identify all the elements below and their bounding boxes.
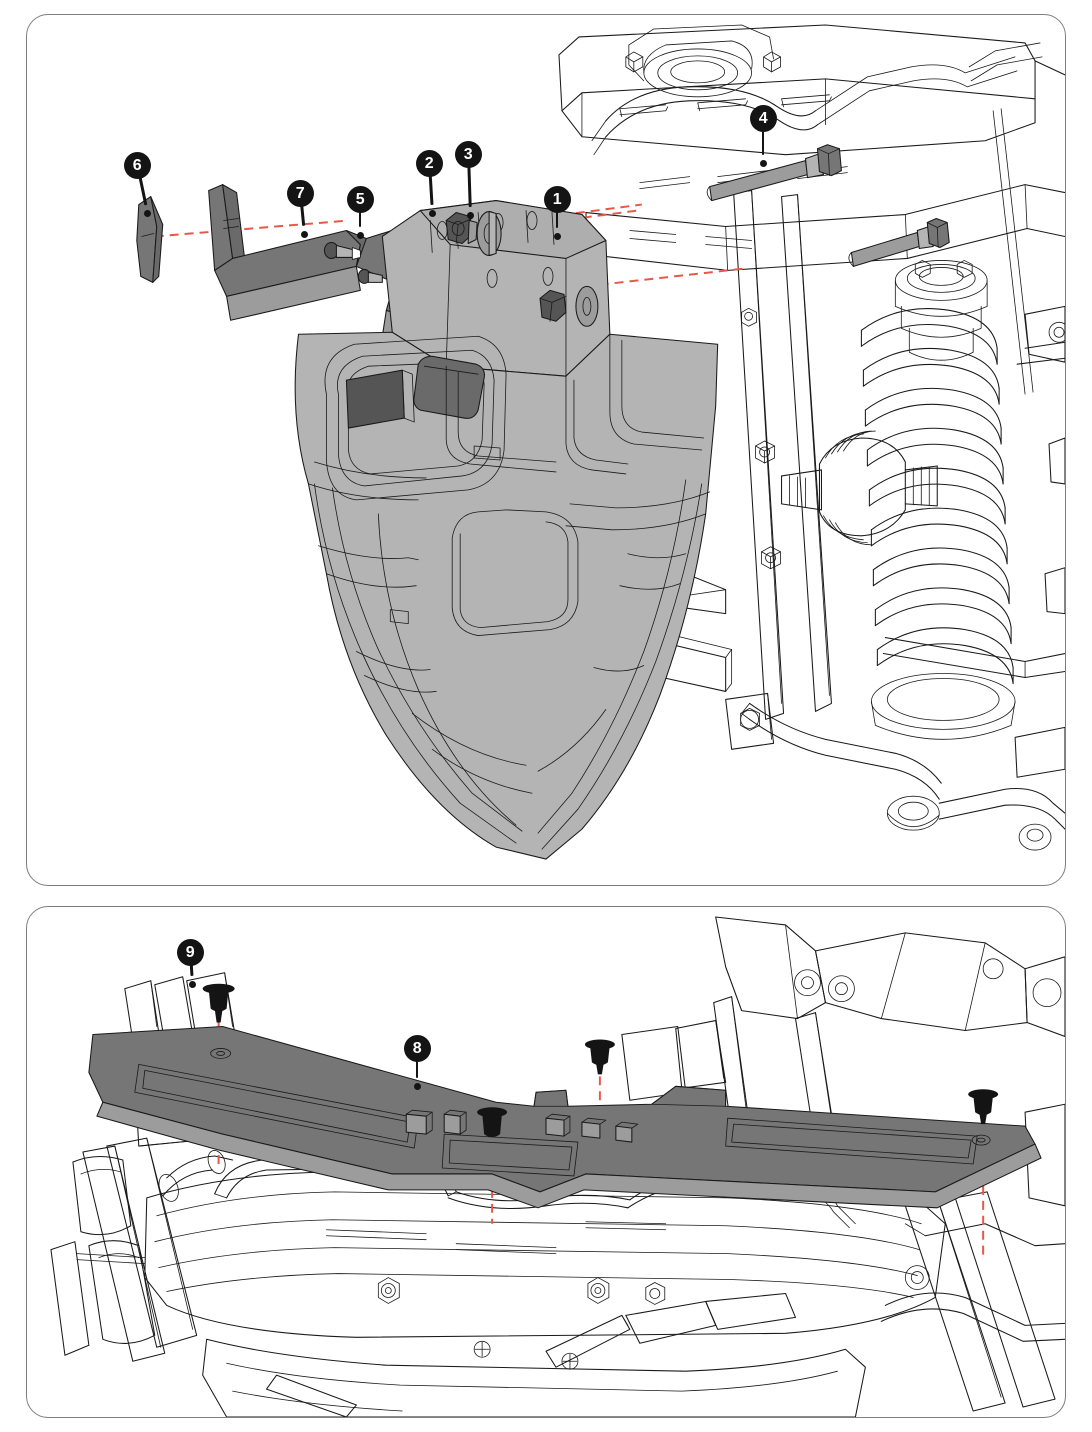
callout-leader-line [415,1048,419,1078]
skid-plate-illustration [50,916,1065,1417]
callout-tip-dot [428,209,436,217]
callout-bubble-label: 1 [543,185,571,213]
callout-tip-dot [759,159,767,167]
part-9-push-rivets [202,983,999,1138]
callout-leader-line [761,118,765,155]
callout-tip-dot [466,211,474,219]
callout-tip-dot [356,231,364,239]
callout-tip-dot [553,232,561,240]
part-2-flange-nut [445,212,478,244]
callout-bubble-label: 2 [415,149,443,177]
push-rivet-2 [584,1039,615,1075]
part-1-inner-fender-liner [294,200,719,860]
callout-bubble-label: 7 [286,179,314,207]
callout-leader-line [555,199,559,228]
callout-bubble-label: 9 [176,938,204,966]
left-body-panel [50,1155,156,1356]
callout-tip-dot [143,209,151,217]
callout-tip-dot [300,230,308,238]
panel-front-fender-liner: .ln { fill:none; stroke:#1a1a1a; stroke-… [26,14,1066,886]
push-rivet-3 [968,1089,999,1125]
part-8-skid-plate [88,1026,1042,1209]
callout-tip-dot [188,980,196,988]
fasteners-secondary [539,285,599,327]
cv-boot [781,430,938,546]
phillips-screw-left [473,1340,491,1358]
part-4-hex-flange-bolt [706,144,842,202]
phillips-screw-right [561,1352,579,1370]
push-rivet-4-installed [477,1107,508,1138]
callout-bubble-label: 6 [123,151,151,179]
callout-bubble-label: 3 [454,140,482,168]
callout-bubble-label: 4 [749,104,777,132]
panel-front-skid-plate [26,906,1066,1418]
callout-bubble-label: 5 [346,185,374,213]
part-6-end-cap-plate [136,196,164,283]
vehicle-frame-wireframe [558,24,1065,851]
coil-spring [860,308,1014,684]
hex-flange-bolt-secondary [848,218,950,267]
callout-leader-line [358,199,362,227]
push-rivet-1 [202,983,235,1023]
fender-liner-illustration: .ln { fill:none; stroke:#1a1a1a; stroke-… [136,24,1065,860]
part-3-flat-washer [476,211,502,256]
callout-tip-dot [413,1082,421,1090]
callout-bubble-label: 8 [403,1034,431,1062]
